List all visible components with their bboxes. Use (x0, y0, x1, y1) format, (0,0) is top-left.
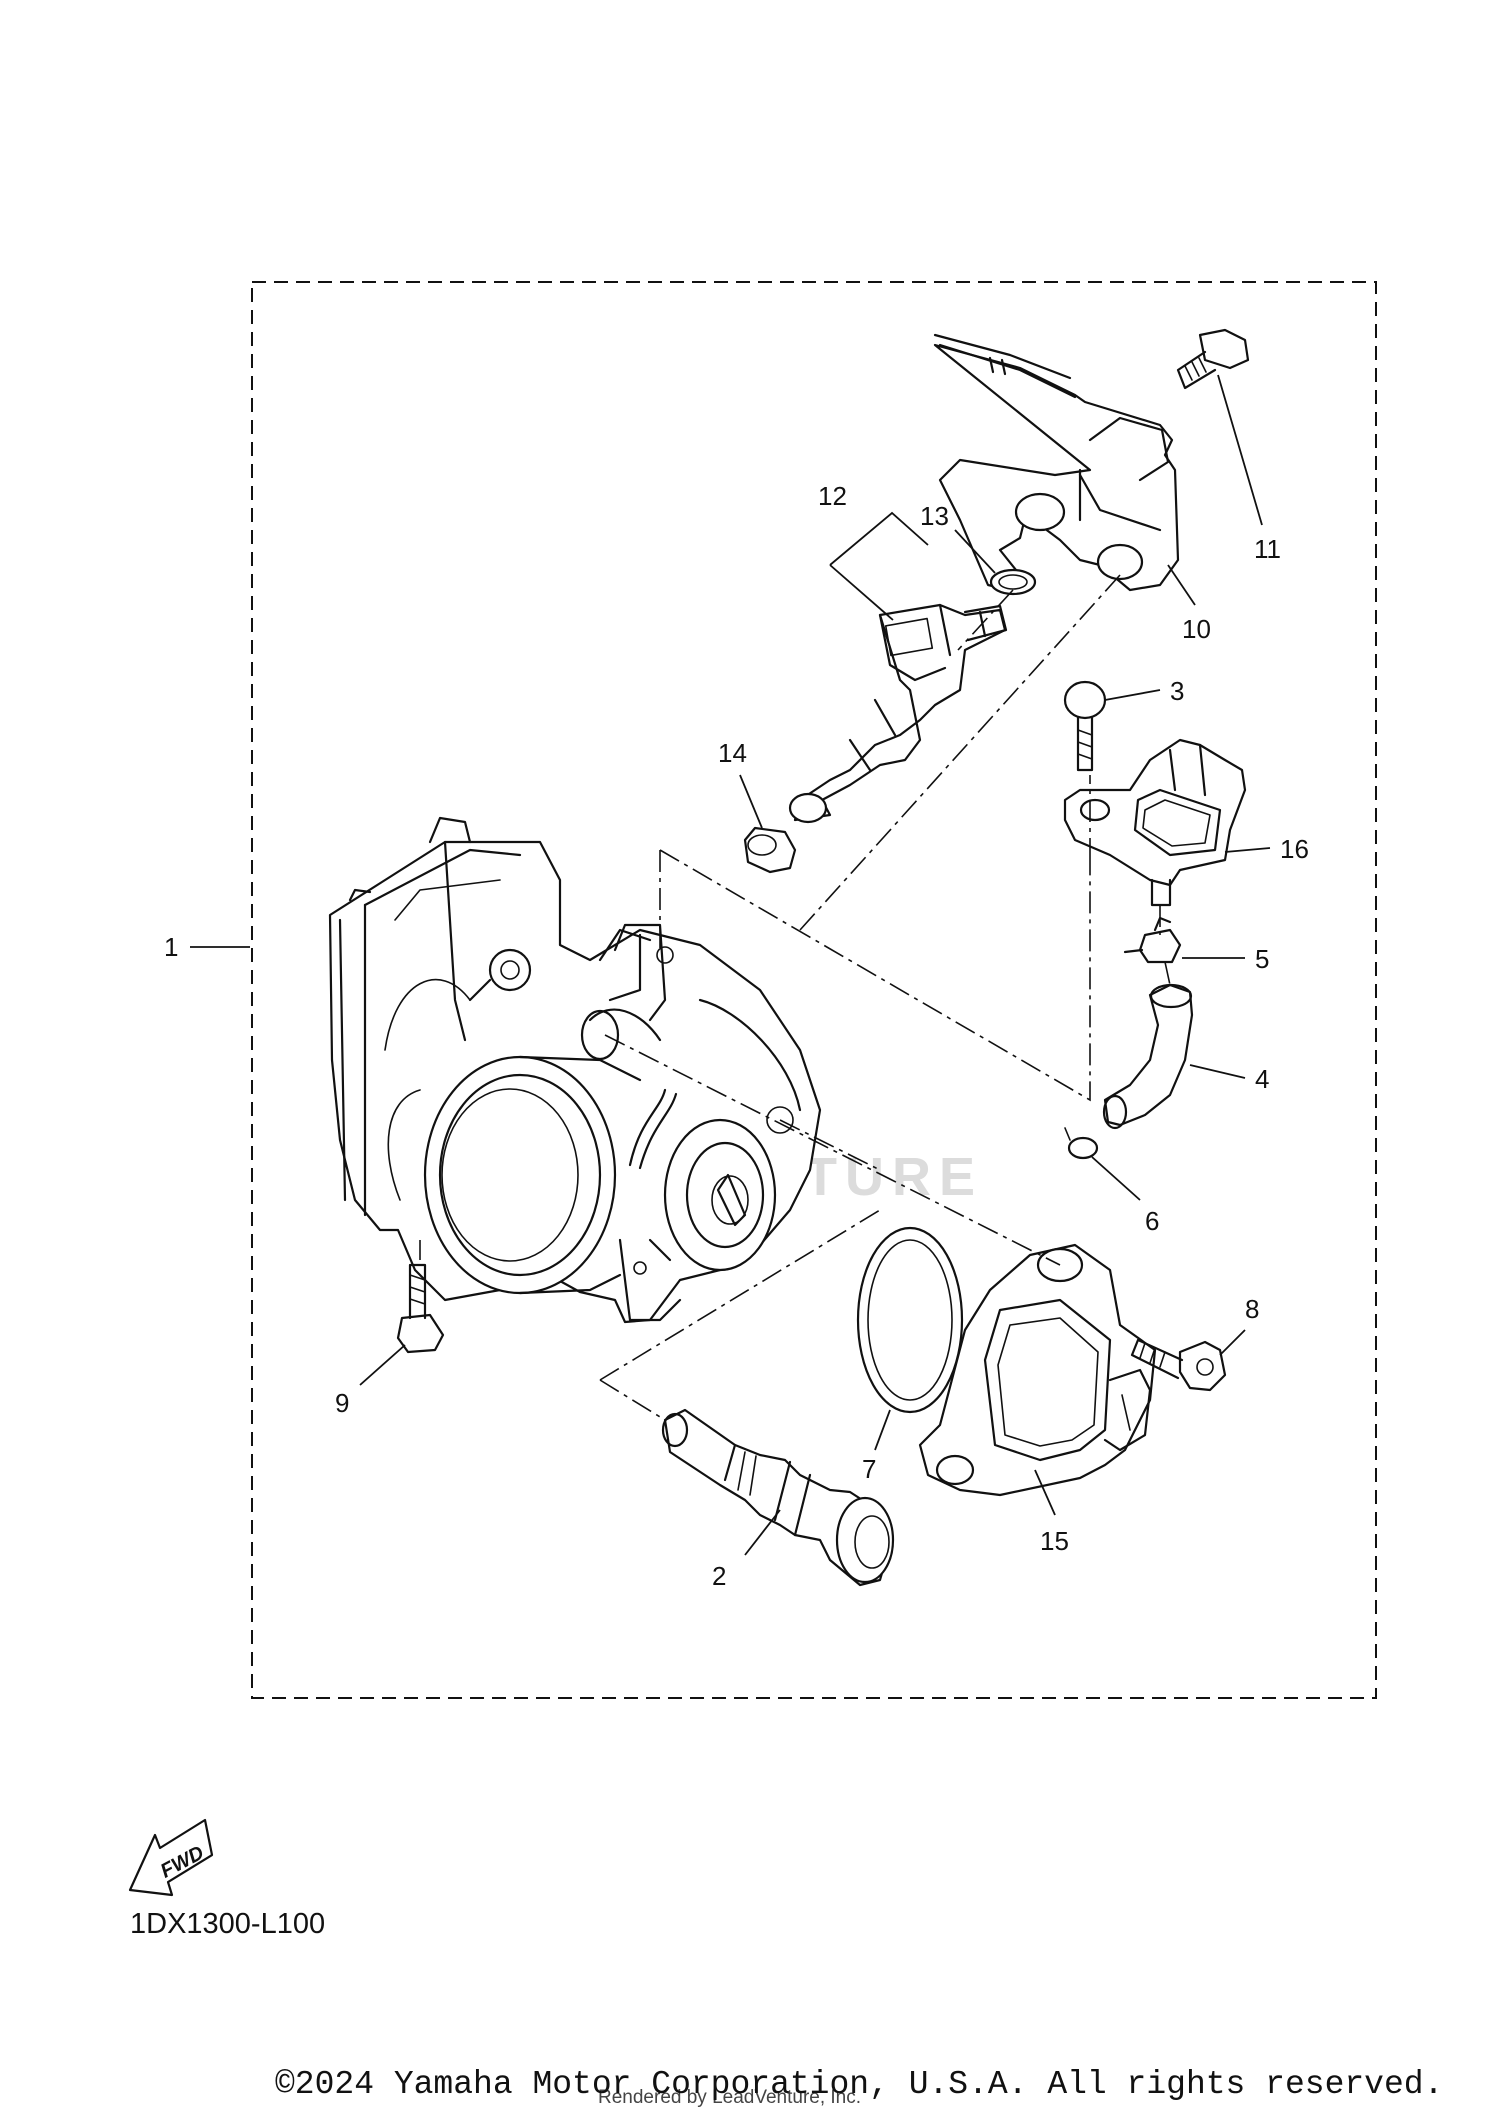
callout-label: 4 (1255, 1064, 1269, 1094)
bolt-8 (1130, 1338, 1227, 1392)
callout-label: 8 (1245, 1294, 1259, 1324)
o-ring-13 (989, 568, 1037, 596)
clip-5 (1123, 916, 1182, 964)
callout-label: 10 (1182, 614, 1211, 644)
callout-11[interactable]: 11 (1217, 374, 1281, 564)
seal-14 (743, 826, 797, 874)
fuel-delivery-pipe (933, 333, 1180, 592)
callout-4[interactable]: 4 (1189, 1064, 1269, 1094)
callout-label: 7 (862, 1454, 876, 1484)
callout-label: 15 (1040, 1526, 1069, 1556)
assembly-frame (251, 281, 1377, 1699)
callout-label: 6 (1145, 1206, 1159, 1236)
callout-13[interactable]: 13 (920, 501, 996, 574)
callout-label: 9 (335, 1388, 349, 1418)
callout-1[interactable]: 1 (164, 932, 250, 962)
callout-label: 11 (1254, 534, 1281, 564)
callout-label: 3 (1170, 676, 1184, 706)
diagram-code: 1DX1300-L100 (130, 1908, 326, 1940)
callout-label: 12 (818, 481, 847, 511)
bolt-11 (1176, 328, 1250, 390)
copyright-text: ©2024 Yamaha Motor Corporation, U.S.A. A… (275, 2066, 1444, 2103)
rendered-by-text: Rendered by LeadVenture, Inc. (598, 2087, 862, 2108)
assembly-chain-lines (419, 574, 1171, 1421)
callout-label: 1 (164, 932, 178, 962)
callout-label: 13 (920, 501, 949, 531)
callout-12[interactable]: 12 (818, 481, 929, 621)
callout-7[interactable]: 7 (862, 1409, 891, 1484)
hose-4 (1102, 983, 1194, 1130)
throttle-body (328, 816, 822, 1324)
fwd-arrow-icon: FWD (128, 1818, 214, 1897)
callout-6[interactable]: 6 (1091, 1156, 1159, 1236)
pressure-sensor (1063, 738, 1247, 907)
throttle-position-sensor (918, 1243, 1157, 1497)
callout-14[interactable]: 14 (718, 738, 763, 829)
callout-10[interactable]: 10 (1167, 564, 1211, 644)
callout-9[interactable]: 9 (335, 1344, 406, 1418)
clip-6 (1064, 1127, 1099, 1160)
screw-3 (1063, 680, 1107, 772)
callout-label: 5 (1255, 944, 1269, 974)
callout-label: 16 (1280, 834, 1309, 864)
callout-label: 2 (712, 1561, 726, 1591)
callout-3[interactable]: 3 (1104, 676, 1184, 706)
callout-16[interactable]: 16 (1224, 834, 1309, 864)
callout-15[interactable]: 15 (1034, 1469, 1069, 1556)
callout-label: 14 (718, 738, 747, 768)
bolt-9 (396, 1263, 445, 1354)
idle-valve (661, 1408, 895, 1587)
callout-2[interactable]: 2 (712, 1509, 781, 1591)
callout-5[interactable]: 5 (1182, 944, 1269, 974)
callout-8[interactable]: 8 (1219, 1294, 1259, 1356)
fuel-injector (788, 603, 1008, 824)
o-ring-7 (856, 1226, 964, 1414)
